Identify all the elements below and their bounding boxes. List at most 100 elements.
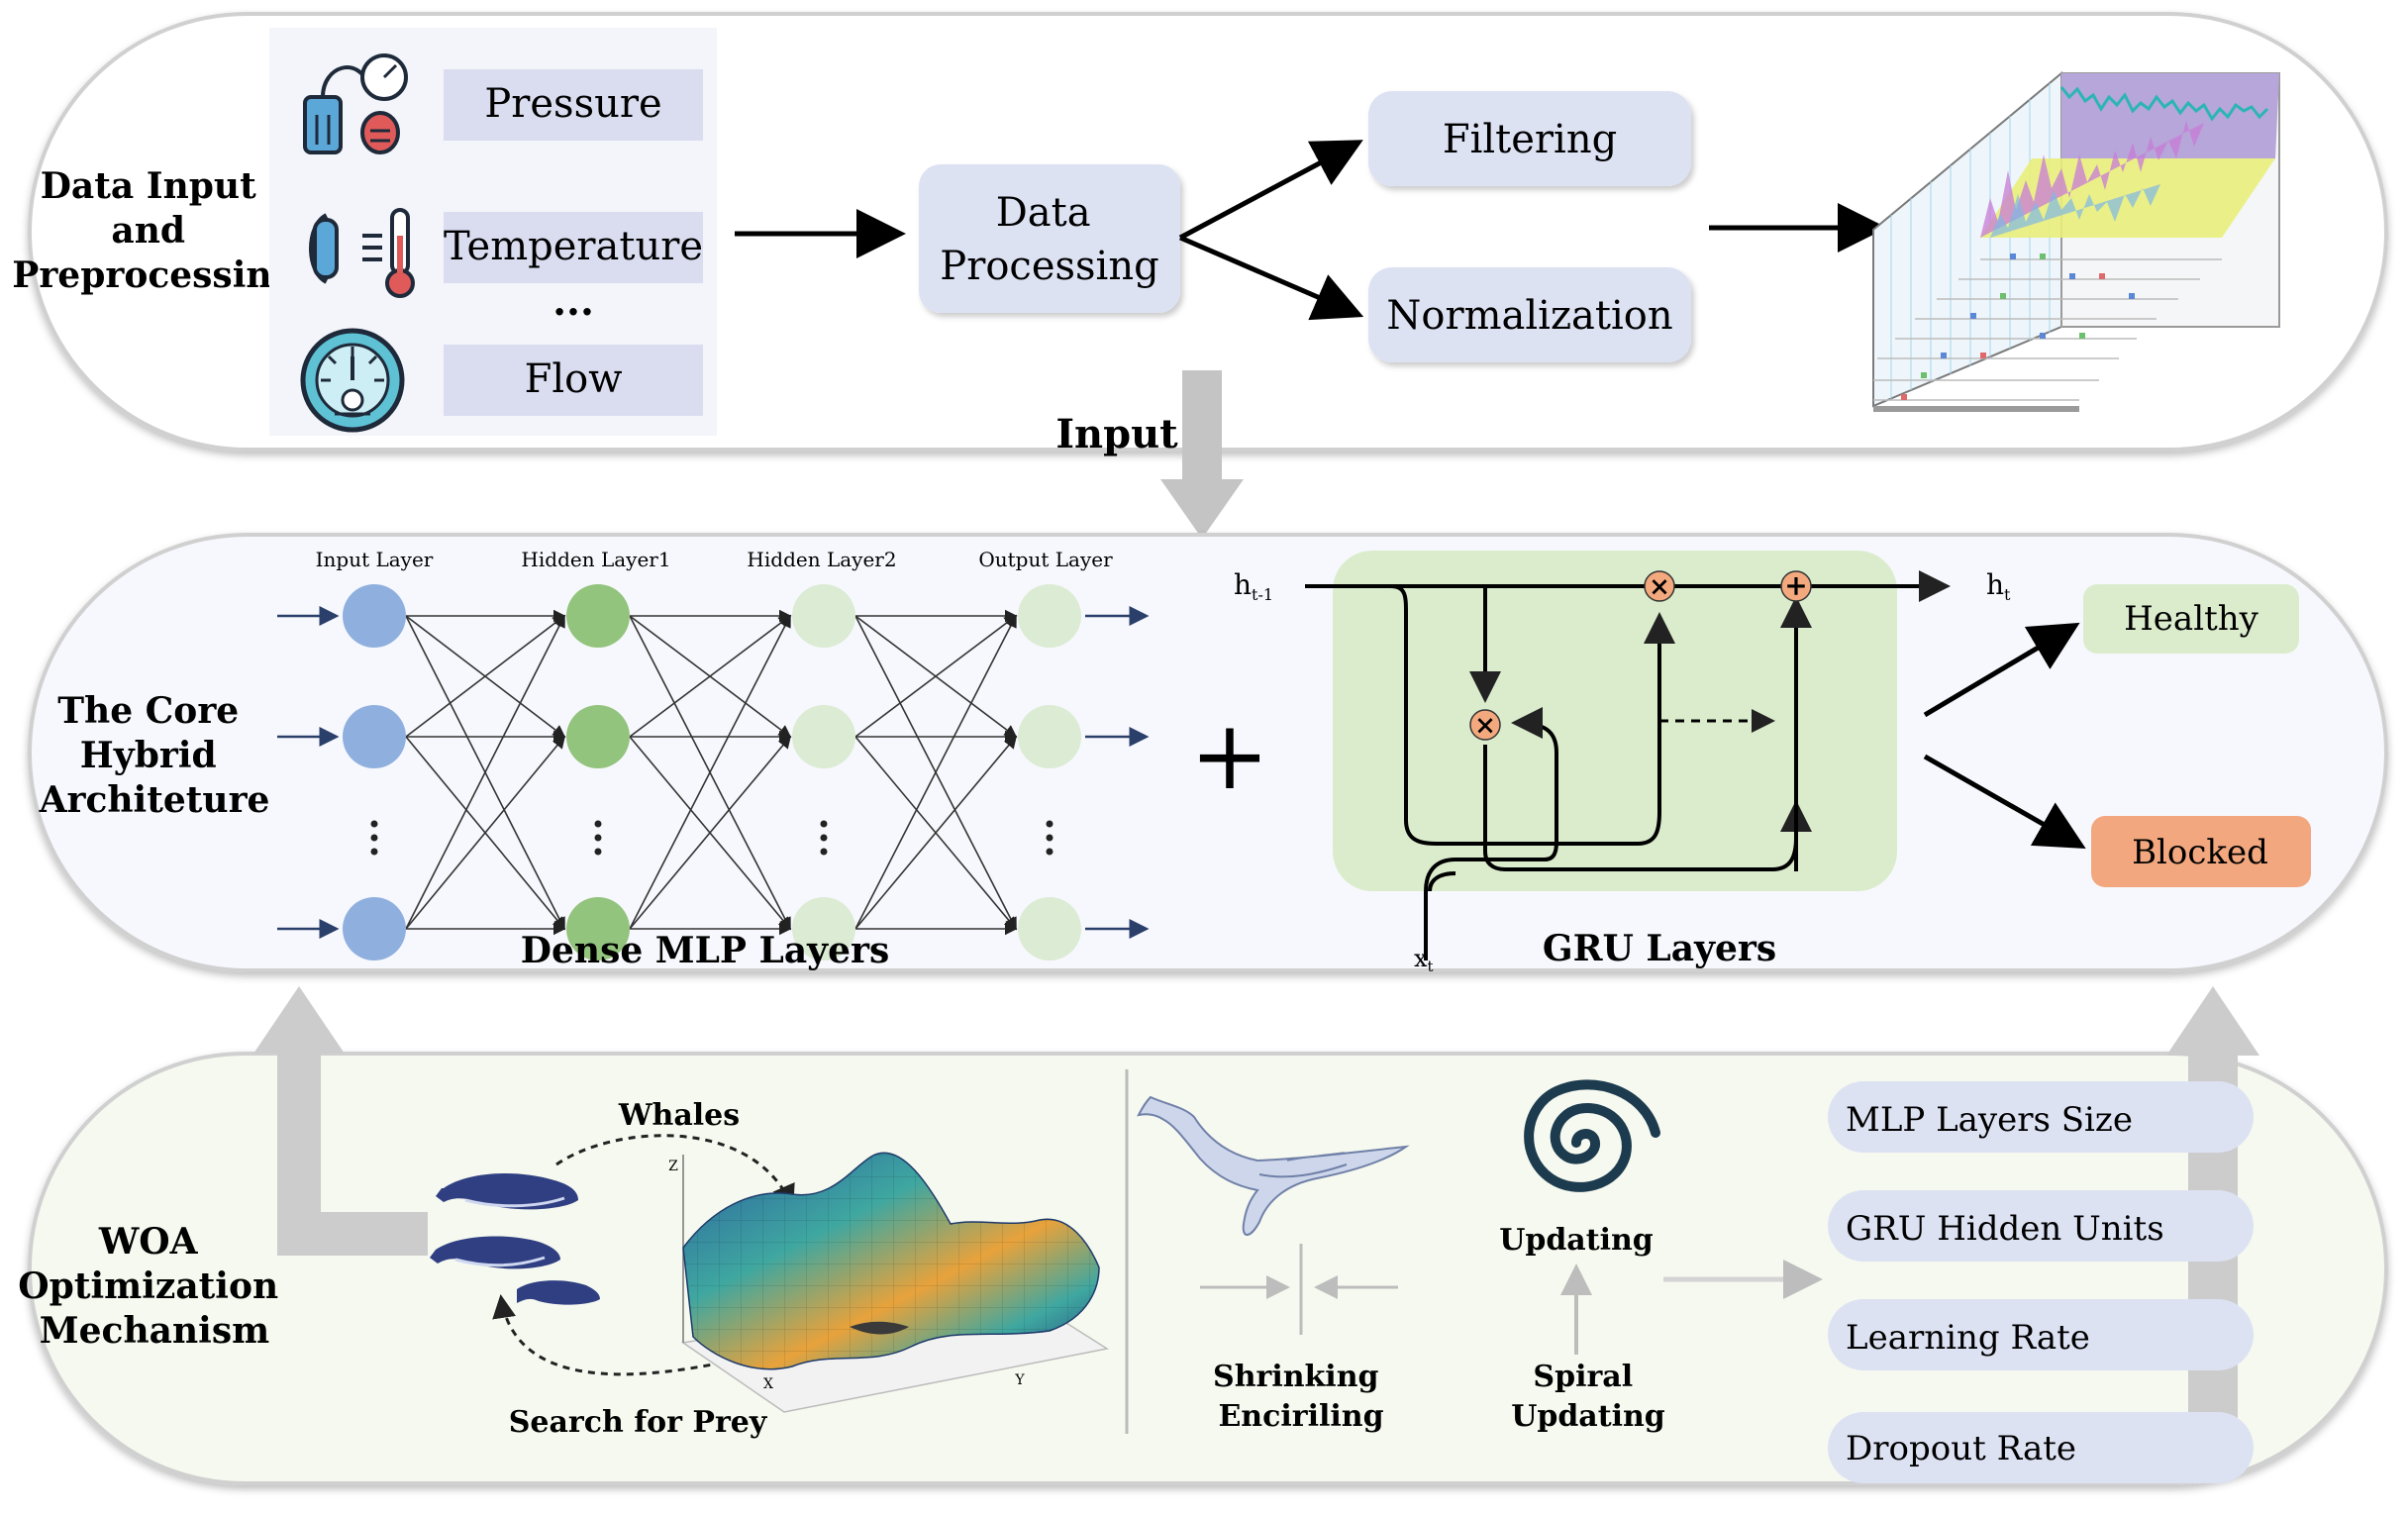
output-blocked-label: Blocked xyxy=(2132,833,2268,872)
arrow-to-normalization xyxy=(1179,235,1364,321)
mlp-connection xyxy=(854,615,1018,738)
mlp-node xyxy=(792,584,855,648)
data-processing-box: Data Processing xyxy=(919,164,1180,313)
mlp-nodes xyxy=(343,584,1081,961)
mlp-node xyxy=(566,897,630,961)
filtering-label: Filtering xyxy=(1443,117,1617,162)
input-connector: Input xyxy=(1055,370,1244,539)
mlp-connection xyxy=(854,735,1018,930)
sensor-ellipsis: ... xyxy=(552,278,594,325)
mlp-node xyxy=(792,705,855,768)
gru-op-add: + xyxy=(1780,569,1812,602)
mlp-node xyxy=(1018,705,1081,768)
gru-label-x-main: x xyxy=(1414,945,1428,972)
mlp-node xyxy=(343,584,406,648)
gru-op-multiply-mid: × xyxy=(1469,709,1501,741)
param-dropout-rate: Dropout Rate xyxy=(1828,1412,2254,1483)
panel2-title-line: Architeture xyxy=(39,779,270,821)
shrinking-line: Enciriling xyxy=(1218,1399,1383,1434)
gru-caption: GRU Layers xyxy=(1543,928,1776,969)
layer-title-input: Input Layer xyxy=(316,548,434,571)
mlp-connection xyxy=(629,735,792,930)
sensor-text: Flow xyxy=(525,356,623,402)
shrinking-arrows-icon xyxy=(1200,1244,1398,1335)
pressure-gauge-icon xyxy=(303,53,408,154)
mlp-node xyxy=(1018,584,1081,648)
surface-axis-x: X xyxy=(763,1376,773,1392)
mlp-ellipsis xyxy=(370,820,1054,856)
data-processing-label: Data Processing xyxy=(940,190,1158,289)
mlp-connection xyxy=(629,615,792,738)
search-for-prey-label: Search for Prey xyxy=(509,1405,768,1440)
shrinking-line: Shrinking xyxy=(1213,1360,1378,1394)
panel2-title-line: Hybrid xyxy=(80,735,217,776)
surface-axis-y: Y xyxy=(1014,1372,1025,1388)
mlp-node xyxy=(792,897,855,961)
input-connector-label: Input xyxy=(1055,411,1178,457)
gru-op-symbol: × xyxy=(1649,572,1670,602)
arrow-to-healthy xyxy=(1923,622,2080,718)
mlp-node xyxy=(566,705,630,768)
gru-label-h-prev: ht-1 xyxy=(1234,568,1273,604)
panel-woa-optimization: WOA Optimization Mechanism Whales xyxy=(18,986,2388,1485)
panel2-title: The Core Hybrid Architeture xyxy=(39,690,270,821)
gru-label-x: xt xyxy=(1414,945,1434,975)
layer-title-hidden1: Hidden Layer1 xyxy=(521,548,670,571)
whales-to-surface-arrow xyxy=(555,1134,795,1209)
panel-core-architecture: The Core Hybrid Architeture Input Layer … xyxy=(28,533,2388,975)
spiral-updating-line: Updating xyxy=(1511,1399,1665,1434)
spiral-updating-label: Spiral Updating xyxy=(1511,1360,1665,1434)
panel-data-input: Data Input and Preprocessing xyxy=(12,12,2388,452)
panel3-title: WOA Optimization Mechanism xyxy=(18,1221,290,1352)
gru-label-x-sub: t xyxy=(1428,958,1434,975)
panel1-title-line: Preprocessing xyxy=(12,254,296,296)
gru-op-symbol: + xyxy=(1784,569,1807,602)
arrow-to-filtering xyxy=(1178,140,1363,241)
panel3-title-line: Mechanism xyxy=(40,1310,269,1352)
feedback-arrow-left xyxy=(253,986,428,1256)
mlp-node xyxy=(1018,897,1081,961)
normalization-label: Normalization xyxy=(1386,293,1672,339)
layer-title-output: Output Layer xyxy=(978,548,1113,571)
sensor-label-flow: Flow xyxy=(444,345,703,416)
output-blocked: Blocked xyxy=(2091,816,2311,887)
thermometer-icon xyxy=(309,208,415,298)
whales-icon xyxy=(430,1173,600,1305)
normalization-box: Normalization xyxy=(1368,267,1691,362)
surface-axis-z: Z xyxy=(668,1159,678,1174)
plus-sign: + xyxy=(1190,700,1269,811)
panel3-background xyxy=(28,1052,2388,1485)
param-label: MLP Layers Size xyxy=(1846,1100,2133,1140)
gru-label-h-prev-main: h xyxy=(1234,568,1252,601)
param-mlp-layers-size: MLP Layers Size xyxy=(1828,1081,2254,1153)
data-processing-line: Processing xyxy=(940,244,1158,289)
data-processing-line: Data xyxy=(996,190,1091,236)
mlp-connection xyxy=(629,614,791,930)
panel3-title-line: WOA xyxy=(98,1221,199,1263)
humpback-whale-icon xyxy=(1137,1095,1410,1236)
gru-op-multiply-top: × xyxy=(1644,570,1675,602)
mlp-caption: Dense MLP Layers xyxy=(521,930,889,971)
panel3-title-line: Optimization xyxy=(18,1265,278,1307)
mlp-node xyxy=(343,705,406,768)
shrinking-label: Shrinking Enciriling xyxy=(1213,1360,1389,1434)
spiral-icon xyxy=(1524,1079,1660,1192)
mlp-node xyxy=(566,584,630,648)
panel1-title-line: and xyxy=(111,210,185,252)
param-label: Dropout Rate xyxy=(1846,1429,2076,1468)
gru-background xyxy=(1333,551,1897,891)
arrow-to-blocked xyxy=(1923,754,2086,849)
updating-label: Updating xyxy=(1499,1223,1654,1258)
param-label: Learning Rate xyxy=(1846,1318,2090,1358)
mlp-connection xyxy=(405,615,566,738)
gru-label-h-prev-sub: t-1 xyxy=(1252,585,1273,604)
param-label: GRU Hidden Units xyxy=(1846,1209,2164,1249)
filtering-box: Filtering xyxy=(1368,91,1691,186)
sensor-text: Temperature xyxy=(444,224,703,269)
gru-label-h-next-sub: t xyxy=(2004,585,2011,604)
layer-title-hidden2: Hidden Layer2 xyxy=(747,548,896,571)
flow-meter-icon xyxy=(300,328,405,433)
objective-surface-plot: Z X Y xyxy=(668,1152,1109,1413)
panel2-title-line: The Core xyxy=(57,690,239,732)
